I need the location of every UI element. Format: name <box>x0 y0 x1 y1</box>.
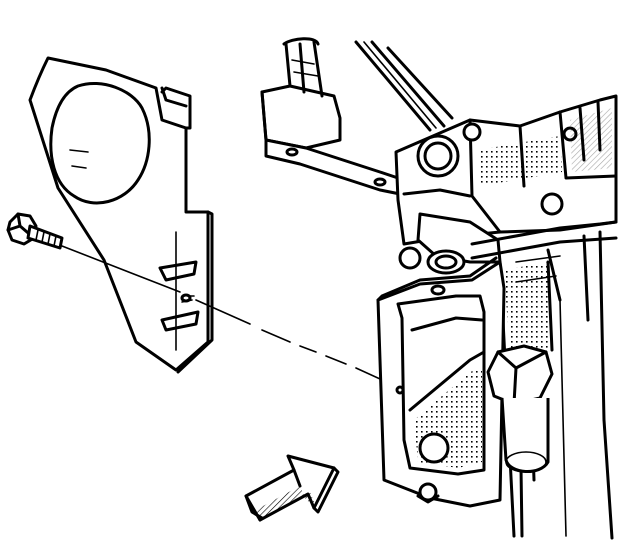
cover-plate <box>28 56 214 374</box>
connector <box>260 37 342 150</box>
hex-nut <box>486 344 554 473</box>
bracket <box>264 138 412 198</box>
mounting-bolt <box>6 212 401 389</box>
engine-block <box>260 37 618 540</box>
arrow-up-right-icon <box>244 454 340 522</box>
module-housing <box>376 256 506 508</box>
bolt-icon <box>6 212 64 250</box>
